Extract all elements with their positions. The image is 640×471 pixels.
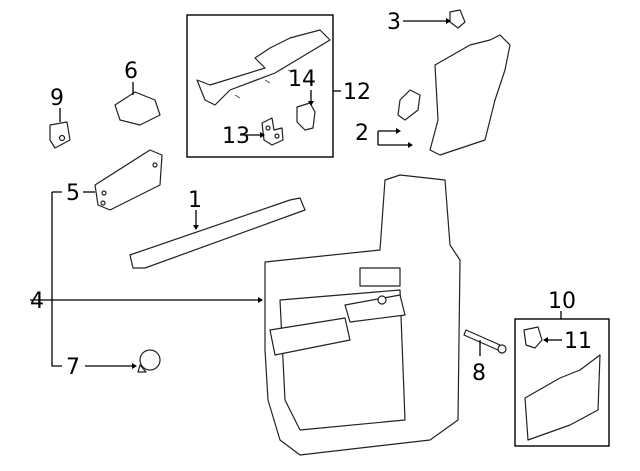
callout-4: 4 [30, 289, 44, 314]
map-pocket-10-part [524, 354, 601, 441]
clip-14-part [296, 102, 316, 131]
callout-10: 10 [548, 289, 576, 314]
callout-13: 13 [222, 124, 250, 149]
armrest-1-part [129, 197, 306, 269]
bracket-5-part [94, 149, 163, 211]
callout-12: 12 [343, 80, 371, 105]
callout-11: 11 [564, 329, 592, 354]
clip-13-part [261, 117, 284, 146]
callout-14: 14 [288, 67, 316, 92]
callout-7: 7 [66, 355, 80, 380]
callout-5: 5 [66, 181, 80, 206]
bracket-2-part [397, 89, 421, 121]
group-box-12 [186, 14, 334, 158]
callout-6: 6 [124, 59, 138, 84]
clip-11-part [523, 326, 543, 349]
bolt-8-part [463, 329, 501, 351]
callout-9: 9 [50, 86, 64, 111]
door-trim-panel-4 [264, 174, 461, 456]
armrest-trim-part [196, 29, 331, 106]
nut-clip-9-part [49, 121, 71, 149]
callout-1: 1 [188, 188, 202, 213]
clip-3-part [449, 9, 466, 29]
push-pin-7-part [139, 349, 161, 371]
callout-3: 3 [387, 10, 401, 35]
group-box-10 [514, 318, 610, 447]
upper-trim-part-2 [429, 34, 511, 156]
callout-2: 2 [355, 121, 369, 146]
bracket-6-part [114, 91, 161, 126]
callout-8: 8 [472, 361, 486, 386]
